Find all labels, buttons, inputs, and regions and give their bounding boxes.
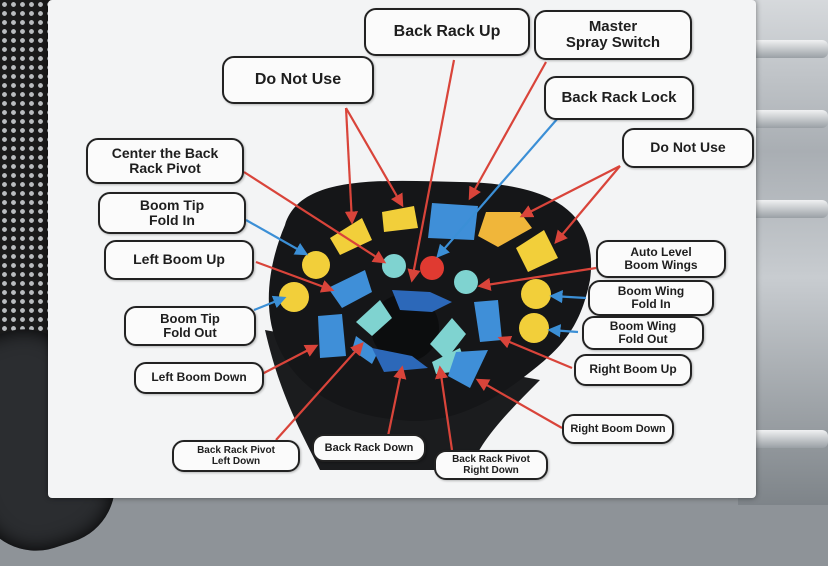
label-master-spray-switch: Master Spray Switch <box>534 10 692 60</box>
boom-wing-fold-in-button[interactable] <box>521 279 551 309</box>
label-boom-tip-fold-in: Boom Tip Fold In <box>98 192 246 234</box>
label-back-rack-pivot-right-down: Back Rack Pivot Right Down <box>434 450 548 480</box>
label-auto-level-boom-wings: Auto Level Boom Wings <box>596 240 726 278</box>
label-back-rack-pivot-left-down: Back Rack Pivot Left Down <box>172 440 300 472</box>
teal-ring-left[interactable] <box>356 300 392 336</box>
blue-arrows <box>245 117 587 338</box>
label-back-rack-up: Back Rack Up <box>364 8 530 56</box>
red-arrows <box>243 59 621 451</box>
center-back-rack-pivot-button[interactable] <box>382 254 406 278</box>
boom-wing-fold-out-button[interactable] <box>519 313 549 343</box>
back-rack-lock-button[interactable] <box>420 256 444 280</box>
auto-level-button[interactable] <box>454 270 478 294</box>
label-boom-wing-fold-out: Boom Wing Fold Out <box>582 316 704 350</box>
right-boom-down-button[interactable] <box>448 350 488 388</box>
boom-tip-fold-out-button[interactable] <box>279 282 309 312</box>
do-not-use-button-2[interactable] <box>382 206 418 232</box>
label-do-not-use-right: Do Not Use <box>622 128 754 168</box>
do-not-use-button-1[interactable] <box>330 218 372 255</box>
left-boom-down-button[interactable] <box>318 314 346 358</box>
label-right-boom-up: Right Boom Up <box>574 354 692 386</box>
label-center-back-rack-pivot: Center the Back Rack Pivot <box>86 138 244 184</box>
do-not-use-button-3[interactable] <box>478 212 532 247</box>
left-boom-up-button[interactable] <box>328 270 372 308</box>
right-boom-up-button[interactable] <box>474 300 502 342</box>
label-left-boom-down: Left Boom Down <box>134 362 264 394</box>
label-boom-wing-fold-in: Boom Wing Fold In <box>588 280 714 316</box>
label-back-rack-down: Back Rack Down <box>312 434 426 462</box>
teal-ring-right[interactable] <box>430 318 466 360</box>
back-rack-up-ring-button[interactable] <box>392 290 452 312</box>
do-not-use-button-4[interactable] <box>516 230 558 272</box>
back-rack-down-button[interactable] <box>372 348 428 372</box>
label-back-rack-lock: Back Rack Lock <box>544 76 694 120</box>
label-do-not-use-top: Do Not Use <box>222 56 374 104</box>
boom-tip-fold-in-button[interactable] <box>302 251 330 279</box>
label-left-boom-up: Left Boom Up <box>104 240 254 280</box>
back-rack-up-button[interactable] <box>428 203 478 240</box>
label-right-boom-down: Right Boom Down <box>562 414 674 444</box>
joystick-diagram <box>243 59 621 470</box>
label-boom-tip-fold-out: Boom Tip Fold Out <box>124 306 256 346</box>
